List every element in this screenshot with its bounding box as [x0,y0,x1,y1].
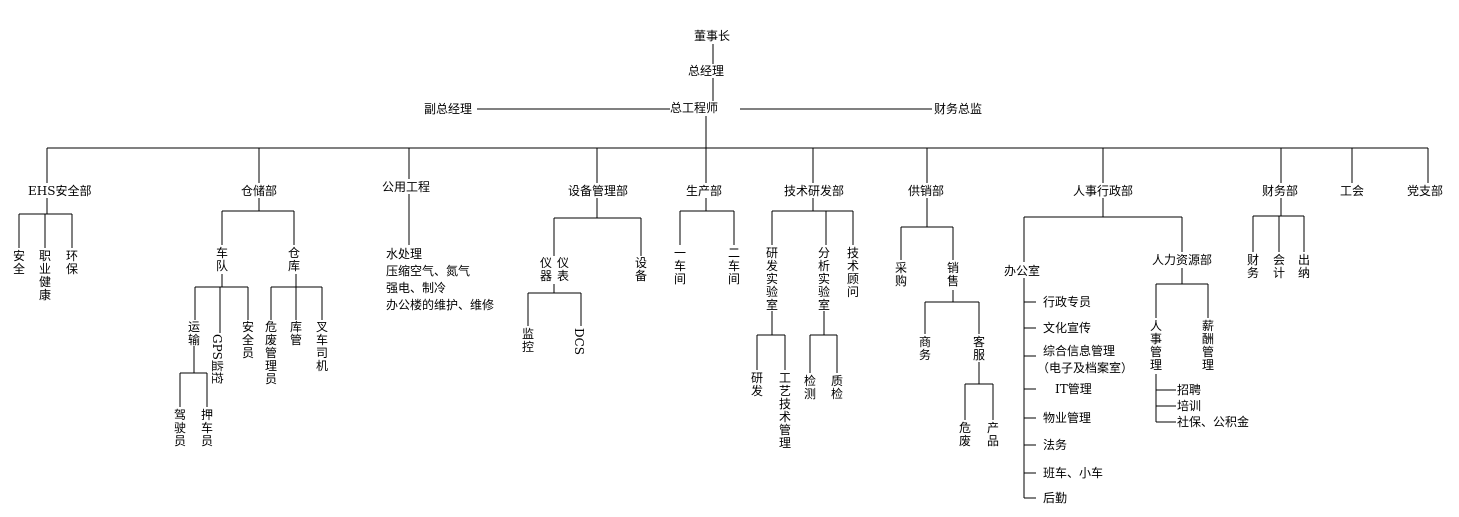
utilities-line: 办公楼的维护、维修 [386,298,495,312]
node-hr: 人力资源部 [1152,253,1213,267]
office-item: 行政专员 [1043,295,1092,309]
dept-production: 生产部 [686,184,723,198]
node-safety-officer: 安全员 [241,320,254,360]
node-rnd-lab: 研发实验室 [765,246,778,312]
node-tech-advisor: 技术顾问 [846,246,859,299]
dept-party: 党支部 [1407,184,1444,198]
office-item: 综合信息管理 [1043,344,1116,358]
node-qc: 质检 [830,374,843,401]
utilities-line: 水处理 [386,247,423,261]
hr-item: 招聘 [1177,383,1202,397]
node-business: 商务 [918,335,931,362]
office-item: （电子及档案室） [1037,361,1134,375]
dept-ehs: EHS安全部 [28,184,92,198]
node-cashier: 出纳 [1297,253,1310,280]
node-gps: GPS监控 [210,334,224,384]
node-purchase: 采购 [894,261,907,288]
node-instrument-b: 仪表 [556,256,569,283]
node-salary: 薪酬管理 [1201,319,1214,372]
node-storekeeper: 库管 [289,320,302,347]
deputy-gm-node: 副总经理 [424,102,473,116]
dept-storage: 仓储部 [241,184,278,198]
node-forklift: 叉车司机 [315,320,328,373]
office-item: IT管理 [1055,382,1092,396]
dept-finance: 财务部 [1262,184,1299,198]
node-safety: 安全 [12,249,25,276]
node-escort: 押车员 [200,408,213,448]
node-instrument-a: 仪器 [539,256,552,283]
node-product: 产品 [986,421,999,448]
node-sales: 销售 [946,261,959,288]
node-research: 研发 [750,371,763,398]
node-analysis-lab: 分析实验室 [817,246,830,312]
node-monitor: 监控 [521,327,534,354]
utilities-line: 强电、制冷 [386,281,447,295]
node-customer-service: 客服 [972,335,985,362]
cfo-node: 财务总监 [934,102,983,116]
node-office: 办公室 [1004,264,1041,278]
office-item: 后勤 [1043,491,1068,505]
chief-engineer-node: 总工程师 [670,101,719,115]
general-manager-node: 总经理 [688,64,725,78]
dept-union: 工会 [1340,184,1365,198]
node-occupational-health: 职业健康 [38,249,51,302]
office-item: 文化宣传 [1043,321,1092,335]
utilities-line: 压缩空气、氮气 [386,264,471,278]
dept-equipment: 设备管理部 [568,184,629,198]
utilities-list: 水处理 压缩空气、氮气 强电、制冷 办公楼的维护、维修 [386,246,494,314]
node-fleet: 车队 [215,246,228,273]
node-hazwaste-admin: 危废管理员 [264,320,277,386]
node-testing: 检测 [803,374,816,401]
node-warehouse: 仓库 [287,246,300,273]
node-dcs: DCS [572,328,586,356]
dept-utilities: 公用工程 [382,180,431,194]
node-env-protection: 环保 [65,249,78,276]
node-workshop-1: 一车间 [673,246,686,286]
office-item: 班车、小车 [1043,466,1104,480]
dept-rnd: 技术研发部 [784,184,845,198]
hr-item: 社保、公积金 [1177,415,1250,429]
hr-item: 培训 [1177,399,1202,413]
node-transport: 运输 [187,320,200,347]
node-accounting-finance: 财务 [1246,253,1259,280]
node-driver: 驾驶员 [173,408,186,448]
node-accountant: 会计 [1272,253,1285,280]
chairman-node: 董事长 [694,29,731,43]
dept-supply: 供销部 [908,184,945,198]
node-personnel: 人事管理 [1149,319,1162,372]
node-equipment: 设备 [634,256,647,283]
office-item: 物业管理 [1043,411,1092,425]
node-process-tech: 工艺技术管理 [778,371,791,450]
node-workshop-2: 二车间 [727,246,740,286]
node-hazwaste: 危废 [958,421,971,448]
dept-hr-admin: 人事行政部 [1073,184,1134,198]
office-item: 法务 [1043,438,1068,452]
